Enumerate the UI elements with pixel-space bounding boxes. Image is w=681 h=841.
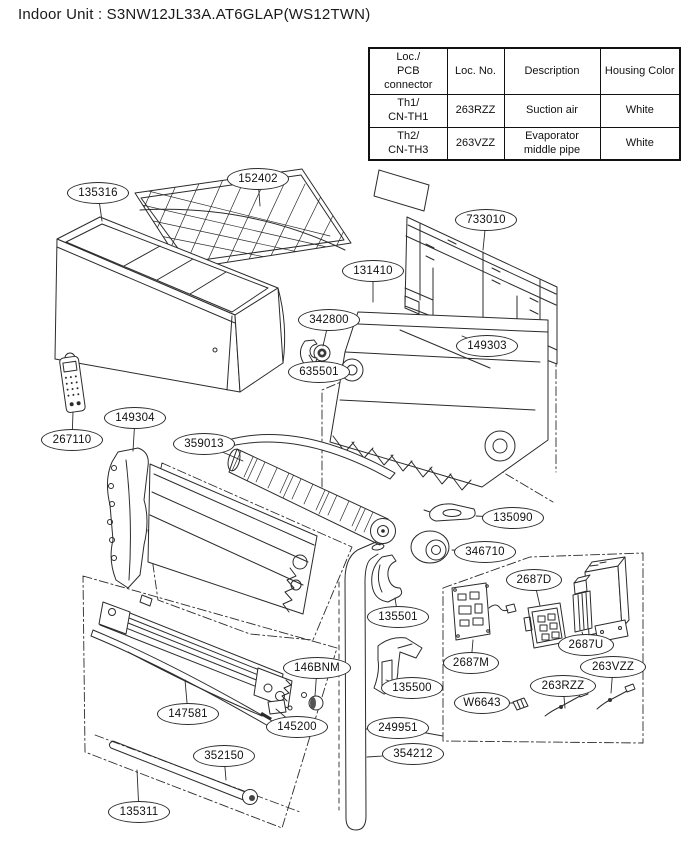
table-header-row: Loc./ PCB connector Loc. No. Description… bbox=[368, 47, 681, 96]
table-row: Th1/ CN-TH1 263RZZ Suction air White bbox=[368, 94, 681, 128]
sensor-holder bbox=[512, 697, 529, 711]
table-row: Th2/ CN-TH3 263VZZ Evaporator middle pip… bbox=[368, 126, 681, 161]
col-header-pcb-connector: Loc./ PCB connector bbox=[368, 47, 448, 96]
leader-line-2687U bbox=[581, 631, 587, 646]
motor-mount bbox=[371, 554, 403, 603]
col-header-description: Description bbox=[503, 47, 601, 96]
vane-cap-and-clip bbox=[267, 692, 324, 715]
front-panel-cabinet bbox=[54, 216, 286, 393]
leader-line-145200 bbox=[275, 708, 298, 728]
leader-line-2687M bbox=[470, 639, 474, 664]
col-header-housing-color: Housing Color bbox=[599, 47, 681, 96]
leader-line-263VZZ bbox=[610, 666, 614, 694]
cell-th1-color: White bbox=[599, 94, 681, 128]
louver-tube bbox=[94, 734, 301, 813]
blank-plate bbox=[373, 169, 430, 212]
grommet bbox=[313, 344, 331, 362]
cell-th1-loc-no: 263RZZ bbox=[446, 94, 505, 128]
thermistor-table: Loc./ PCB connector Loc. No. Description… bbox=[368, 47, 681, 162]
col-header-loc-no: Loc. No. bbox=[446, 47, 505, 96]
cell-th2-connector: Th2/ CN-TH3 bbox=[368, 126, 448, 161]
hook-bracket bbox=[299, 339, 318, 367]
drain-cap bbox=[423, 503, 476, 522]
leader-line-146BNM bbox=[314, 667, 318, 697]
cell-th2-loc-no: 263VZZ bbox=[446, 126, 505, 161]
cell-th1-description: Suction air bbox=[503, 94, 601, 128]
leader-line-249951 bbox=[397, 727, 444, 737]
leader-line-135311 bbox=[136, 769, 140, 813]
cross-flow-fan bbox=[227, 434, 396, 546]
leader-line-135501 bbox=[394, 597, 399, 618]
vane-section-boundary bbox=[82, 575, 338, 829]
cell-th1-connector: Th1/ CN-TH1 bbox=[368, 94, 448, 128]
remote-control bbox=[59, 355, 86, 413]
air-guide-duct bbox=[373, 637, 423, 695]
main-pcb bbox=[451, 582, 517, 641]
fan-motor bbox=[410, 530, 450, 564]
leader-line-2687D bbox=[533, 579, 541, 607]
thermistor-263vzz bbox=[596, 683, 636, 710]
side-bracket bbox=[106, 447, 149, 589]
leader-line-352150 bbox=[223, 755, 227, 781]
leader-line-135090 bbox=[475, 515, 514, 519]
leader-line-147581 bbox=[184, 679, 189, 715]
air-guide-frame bbox=[147, 463, 318, 615]
leader-line-354212 bbox=[366, 753, 414, 758]
leader-line-149304 bbox=[132, 417, 136, 452]
leader-line-267110 bbox=[71, 411, 74, 441]
drain-pipe bbox=[344, 541, 385, 831]
display-pcb bbox=[523, 602, 567, 649]
cell-th2-color: White bbox=[599, 126, 681, 161]
leader-line-249951 bbox=[365, 727, 399, 730]
cell-th2-description: Evaporator middle pipe bbox=[503, 126, 601, 161]
control-assembly bbox=[572, 556, 630, 643]
leader-line-733010 bbox=[482, 219, 487, 251]
page-title: Indoor Unit : S3NW12JL33A.AT6GLAP(WS12TW… bbox=[18, 6, 371, 23]
thermistor-263rzz bbox=[544, 688, 589, 717]
vane-assembly bbox=[90, 594, 293, 728]
leader-line-346710 bbox=[451, 549, 486, 553]
leader-line-342800 bbox=[322, 319, 330, 347]
filter-grille bbox=[134, 168, 352, 270]
